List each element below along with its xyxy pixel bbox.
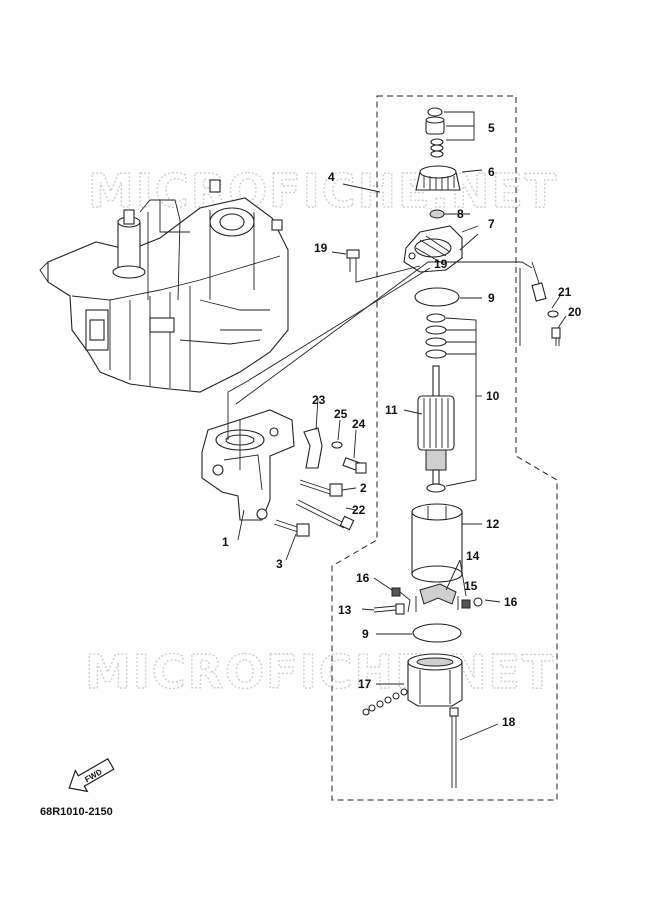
callout-17: 17 (358, 677, 372, 691)
washer-part-25 (331, 441, 343, 449)
washer-part-21 (547, 310, 559, 318)
bolt-part-19 (346, 249, 360, 272)
pinion-gear-part-6 (415, 165, 461, 191)
o-ring-part-9-top (414, 287, 460, 307)
leader-lines (237, 111, 567, 741)
bushing-part-8 (429, 209, 445, 219)
callout-5: 5 (488, 121, 495, 135)
callout-14: 14 (466, 549, 480, 563)
screw-part-13 (373, 603, 405, 615)
bolt-part-24 (342, 457, 367, 474)
callout-12: 12 (486, 517, 500, 531)
bolt-part-2 (299, 479, 343, 497)
callout-13: 13 (338, 603, 352, 617)
callout-6: 6 (488, 165, 495, 179)
callout-11: 11 (385, 403, 398, 417)
callout-16-right: 16 (504, 595, 518, 609)
starter-assembly-outline (331, 95, 558, 801)
callout-20: 20 (568, 305, 582, 319)
callout-labels: 5 6 4 8 7 19 19 9 21 20 10 11 23 25 24 2… (222, 121, 582, 729)
callout-4: 4 (328, 170, 335, 184)
long-bolt-part-22 (295, 499, 355, 531)
callout-9-bottom: 9 (362, 627, 369, 641)
callout-8: 8 (457, 207, 464, 221)
callout-1: 1 (222, 535, 229, 549)
callout-18: 18 (502, 715, 516, 729)
diagram-code: 68R1010-2150 (40, 806, 113, 818)
o-ring-part-9-bottom (412, 623, 462, 643)
brush-part-16-left (391, 587, 411, 613)
bracket-assembly (201, 409, 295, 521)
watermark-bottom: MICROFICHE.NET (85, 645, 555, 699)
callout-3: 3 (276, 557, 283, 571)
brush-holder-part-14 (415, 583, 459, 612)
rear-cover-part-17 (362, 653, 463, 716)
callout-16-left: 16 (356, 571, 370, 585)
callout-21: 21 (558, 285, 572, 299)
watermark-top: MICROFICHE.NET (88, 164, 558, 218)
callout-15: 15 (464, 579, 478, 593)
callout-24: 24 (352, 417, 366, 431)
terminal-part-20-21 (531, 261, 561, 346)
callout-25: 25 (334, 407, 348, 421)
callout-19-left: 19 (314, 241, 328, 255)
brush-part-15-16-right (461, 597, 483, 609)
callout-19-right: 19 (434, 257, 448, 271)
bolt-part-3 (273, 519, 310, 537)
callout-22: 22 (352, 503, 366, 517)
fwd-arrow-icon: FWD (68, 757, 115, 793)
clip-collar-spring-part-5 (425, 107, 445, 158)
callout-10: 10 (486, 389, 500, 403)
armature-part-11 (417, 365, 455, 485)
callout-7: 7 (488, 217, 495, 231)
engine-block (39, 179, 289, 393)
callout-9-top: 9 (488, 291, 495, 305)
plate-part-23 (303, 427, 323, 469)
through-bolt-part-18 (449, 707, 459, 788)
yoke-housing-part-12 (411, 503, 463, 583)
front-cover-part-7 (403, 225, 463, 273)
bolt-part-20 (551, 327, 561, 339)
callout-2: 2 (360, 481, 367, 495)
assembly-lines (227, 261, 533, 470)
callout-23: 23 (312, 393, 326, 407)
